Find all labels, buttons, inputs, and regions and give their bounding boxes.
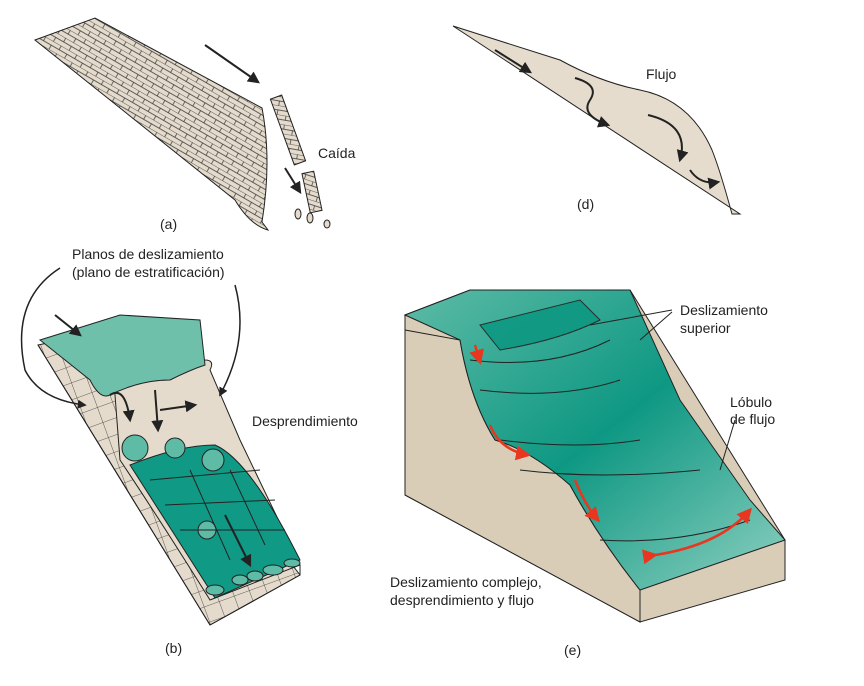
fall-arrow-icon (284, 167, 302, 195)
panel-e-complex (403, 289, 786, 623)
panel-e-caption-line2: desprendimiento y flujo (390, 592, 534, 608)
panel-e-upper-line1: Deslizamiento (680, 302, 768, 318)
panel-b-tag: (b) (165, 640, 183, 656)
panel-a-rockfall (33, 17, 331, 231)
panel-d-tag: (d) (577, 196, 595, 212)
panel-e-lobe-line2: de flujo (730, 411, 776, 427)
panel-e-tag: (e) (564, 642, 582, 658)
panel-e-lobe-line1: Lóbulo (730, 394, 773, 410)
panel-d-flow (452, 25, 742, 215)
panel-e-caption-line1: Deslizamiento complejo, (390, 574, 542, 590)
panel-b-label-line2: (plano de estratificación) (72, 264, 225, 280)
panel-a-label: Caída (318, 145, 356, 161)
panel-a-tag: (a) (160, 216, 178, 232)
panel-e-upper-line2: superior (680, 320, 731, 336)
panel-d-label: Flujo (646, 66, 677, 82)
fall-arrow-icon (204, 44, 260, 84)
panel-b-slide (20, 267, 301, 626)
panel-b-label-line1: Planos de deslizamiento (72, 246, 224, 262)
panel-b-label2: Desprendimiento (252, 413, 358, 429)
